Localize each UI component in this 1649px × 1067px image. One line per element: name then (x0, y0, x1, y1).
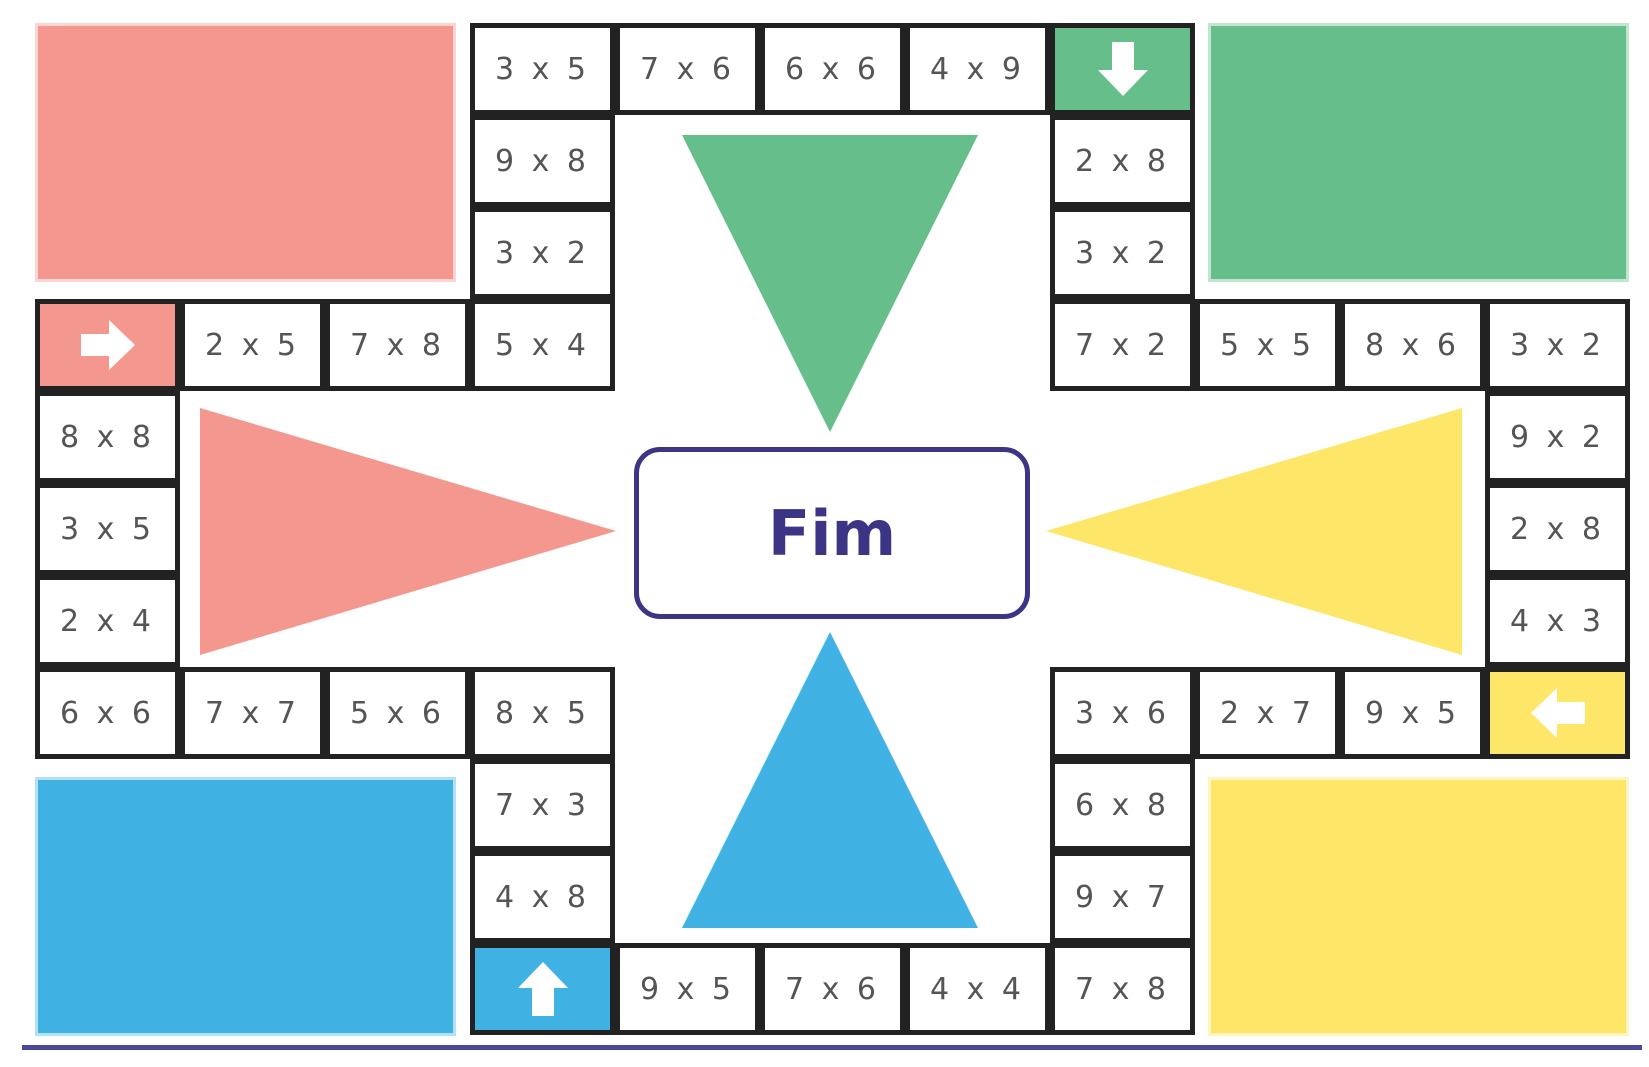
track-cell: 8 x 5 (470, 667, 615, 759)
triangle-yellow (1046, 408, 1462, 655)
track-cell: 8 x 6 (1340, 299, 1485, 391)
arrow-right-icon (75, 312, 141, 378)
track-cell: 2 x 7 (1195, 667, 1340, 759)
arrow-left-icon (1525, 680, 1591, 746)
track-cell: 6 x 6 (35, 667, 180, 759)
finish-box: Fim (634, 447, 1030, 619)
start-cell-blue (470, 943, 615, 1035)
track-cell: 7 x 8 (1050, 943, 1195, 1035)
track-cell: 3 x 5 (35, 483, 180, 575)
track-cell: 2 x 8 (1485, 483, 1630, 575)
triangle-green (682, 135, 978, 432)
track-cell: 4 x 4 (905, 943, 1050, 1035)
track-cell: 8 x 8 (35, 391, 180, 483)
start-cell-yellow (1485, 667, 1630, 759)
track-cell: 9 x 5 (615, 943, 760, 1035)
track-cell: 5 x 6 (325, 667, 470, 759)
track-cell: 2 x 8 (1050, 115, 1195, 207)
track-cell: 7 x 6 (760, 943, 905, 1035)
track-cell: 6 x 6 (760, 23, 905, 115)
track-cell: 4 x 9 (905, 23, 1050, 115)
track-cell: 3 x 2 (1485, 299, 1630, 391)
track-cell: 2 x 4 (35, 575, 180, 667)
track-cell: 9 x 7 (1050, 851, 1195, 943)
track-cell: 9 x 5 (1340, 667, 1485, 759)
track-cell: 3 x 2 (1050, 207, 1195, 299)
start-cell-red (35, 299, 180, 391)
track-cell: 5 x 5 (1195, 299, 1340, 391)
track-cell: 6 x 8 (1050, 759, 1195, 851)
arrow-up-icon (510, 956, 576, 1022)
track-cell: 4 x 3 (1485, 575, 1630, 667)
start-cell-green (1050, 23, 1195, 115)
finish-label: Fim (768, 497, 896, 570)
track-cell: 7 x 6 (615, 23, 760, 115)
track-cell: 4 x 8 (470, 851, 615, 943)
track-cell: 2 x 5 (180, 299, 325, 391)
track-cell: 7 x 3 (470, 759, 615, 851)
track-cell: 3 x 2 (470, 207, 615, 299)
track-cell: 7 x 8 (325, 299, 470, 391)
track-cell: 3 x 6 (1050, 667, 1195, 759)
footer-rule (22, 1045, 1642, 1050)
track-cell: 3 x 5 (470, 23, 615, 115)
triangle-red (200, 408, 616, 655)
track-cell: 7 x 2 (1050, 299, 1195, 391)
track-cell: 5 x 4 (470, 299, 615, 391)
triangle-blue (682, 632, 978, 928)
track-cell: 9 x 8 (470, 115, 615, 207)
track-cell: 7 x 7 (180, 667, 325, 759)
track-cell: 9 x 2 (1485, 391, 1630, 483)
arrow-down-icon (1090, 36, 1156, 102)
